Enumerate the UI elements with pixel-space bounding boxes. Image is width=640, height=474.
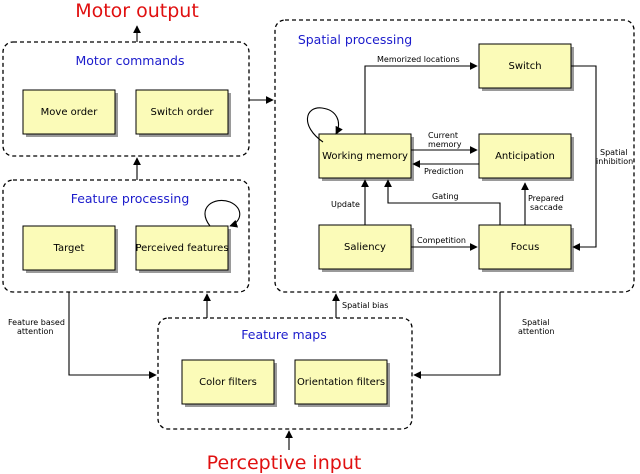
- edge-label-attention-2: attention: [17, 327, 54, 336]
- color-filters-label: Color filters: [199, 377, 257, 388]
- edge-label-feature-based-1: Feature based: [8, 318, 65, 327]
- working-memory-label: Working memory: [322, 151, 408, 162]
- saliency-node: Saliency: [318, 224, 414, 272]
- edge-label-gating: Gating: [432, 192, 459, 201]
- switch-node: Switch: [478, 43, 574, 91]
- feature-processing-title: Feature processing: [71, 191, 190, 206]
- target-label: Target: [53, 243, 85, 254]
- edge-label-spatial-attention-2: attention: [518, 327, 555, 336]
- edge-label-current-1: Current: [428, 131, 458, 140]
- arrow-memorized-locations: [364, 62, 478, 134]
- working-memory-node: Working memory: [318, 133, 414, 181]
- feature-maps-title: Feature maps: [241, 327, 327, 342]
- perceptive-input-label: Perceptive input: [207, 452, 362, 474]
- edge-label-spatial-attention-1: Spatial: [522, 318, 550, 327]
- spatial-processing-title: Spatial processing: [298, 32, 412, 47]
- perceived-features-label: Perceived features: [135, 243, 228, 254]
- arrow-spatial-inhibition: [571, 65, 597, 251]
- saliency-label: Saliency: [344, 242, 386, 253]
- motor-output-label: Motor output: [75, 0, 199, 22]
- edge-label-inhibition-2: inhibition: [596, 157, 633, 166]
- switch-order-node: Switch order: [135, 89, 231, 137]
- loop-perceived-features: [204, 200, 241, 228]
- anticipation-node: Anticipation: [478, 133, 574, 181]
- switch-order-label: Switch order: [151, 107, 215, 118]
- move-order-node: Move order: [22, 89, 118, 137]
- color-filters-node: Color filters: [181, 359, 277, 407]
- orientation-filters-node: Orientation filters: [294, 359, 390, 407]
- edge-label-spatial-1: Spatial: [600, 148, 628, 157]
- edge-label-memorized-locations: Memorized locations: [377, 55, 460, 64]
- orientation-filters-label: Orientation filters: [297, 377, 385, 388]
- move-order-label: Move order: [41, 107, 99, 118]
- arrows: [68, 25, 597, 450]
- edge-label-prepared-1: Prepared: [528, 194, 564, 203]
- switch-label: Switch: [508, 61, 541, 72]
- edge-label-competition: Competition: [417, 236, 466, 245]
- loop-working-memory: [306, 107, 343, 143]
- edge-label-spatial-bias: Spatial bias: [342, 301, 388, 310]
- edge-label-prediction: Prediction: [424, 167, 464, 176]
- anticipation-label: Anticipation: [495, 151, 555, 162]
- arrow-feature-based-attention: [68, 292, 157, 379]
- motor-commands-title: Motor commands: [76, 53, 185, 68]
- perceived-features-node: Perceived features: [135, 225, 231, 273]
- edge-label-update: Update: [331, 200, 360, 209]
- edge-label-saccade-2: saccade: [530, 203, 563, 212]
- focus-label: Focus: [511, 242, 540, 253]
- edge-labels: Memorized locations Current memory Predi…: [8, 55, 633, 336]
- target-node: Target: [22, 225, 118, 273]
- arrow-spatial-attention: [413, 292, 501, 379]
- focus-node: Focus: [478, 224, 574, 272]
- edge-label-memory-2: memory: [428, 140, 462, 149]
- arrow-gating: [384, 179, 501, 225]
